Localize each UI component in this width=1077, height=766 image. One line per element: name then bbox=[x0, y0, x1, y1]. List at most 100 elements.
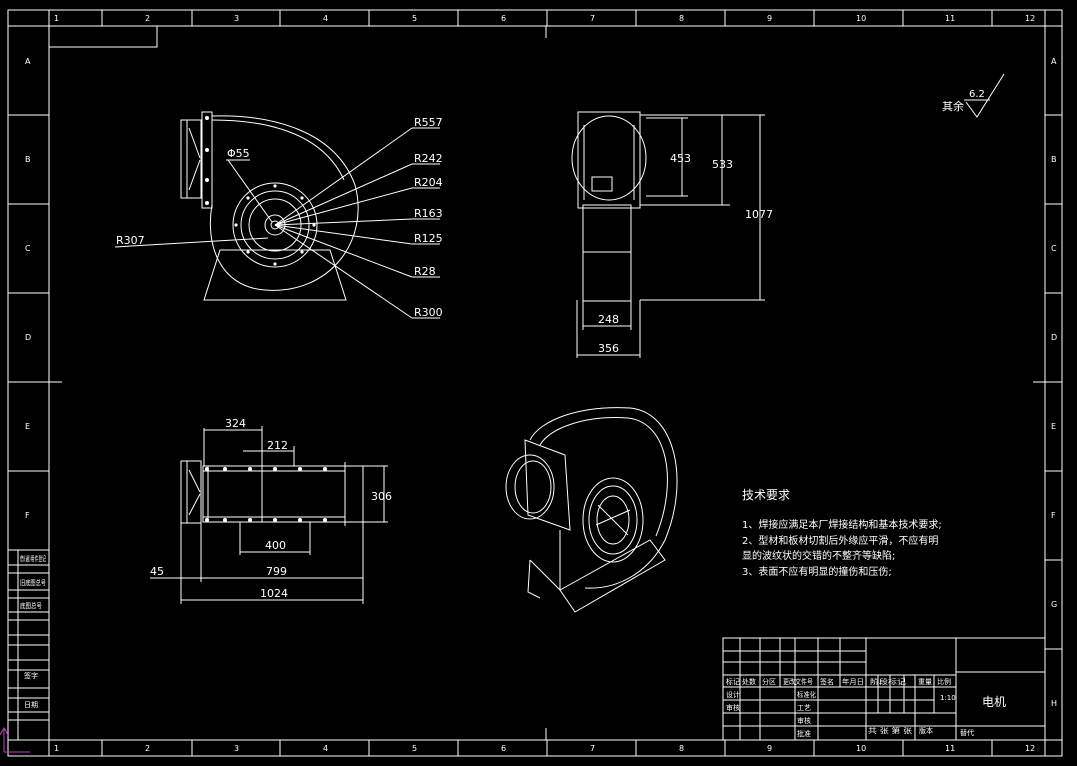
row-label: A bbox=[1051, 57, 1057, 66]
col-label: 3 bbox=[234, 14, 239, 23]
side-view-labels: 453 533 1077 248 356 bbox=[598, 152, 773, 355]
col-label: 10 bbox=[856, 14, 866, 23]
tb-label: 比例 bbox=[937, 677, 951, 686]
col-label: 8 bbox=[679, 14, 684, 23]
roughness-value: 6.2 bbox=[969, 89, 985, 100]
dim-label: 799 bbox=[266, 565, 287, 578]
col-label: 4 bbox=[323, 744, 328, 753]
side-registration-block: 借(通)用件登记 旧底图总号 底图总号 签字 日期 bbox=[7, 549, 50, 741]
tb-label: 批准 bbox=[797, 729, 811, 738]
row-label: E bbox=[25, 422, 30, 431]
row-label: B bbox=[1051, 155, 1057, 164]
top-left-box bbox=[48, 25, 158, 48]
front-view-labels: R557 R242 R204 R163 R125 R28 R300 R307 Φ… bbox=[116, 116, 443, 319]
side-label: 借(通)用件登记 bbox=[20, 554, 46, 563]
dim-label: 306 bbox=[371, 490, 392, 503]
col-label: 1 bbox=[54, 744, 59, 753]
row-label: F bbox=[25, 511, 30, 520]
roughness-symbol: 其余 6.2 bbox=[942, 73, 1005, 118]
col-label: 8 bbox=[679, 744, 684, 753]
top-view-labels: 324 212 306 400 45 799 1024 bbox=[150, 417, 392, 600]
dim-label: 248 bbox=[598, 313, 619, 326]
diameter-label: Φ55 bbox=[227, 147, 250, 160]
col-label: 6 bbox=[501, 14, 506, 23]
tb-label: 签名 bbox=[820, 677, 834, 686]
column-dividers bbox=[101, 10, 993, 756]
inner-frame bbox=[48, 25, 1046, 741]
column-labels: 1 2 3 4 5 6 7 8 9 10 11 12 1 2 3 4 5 6 7… bbox=[54, 14, 1035, 753]
radius-label: R125 bbox=[414, 232, 443, 245]
ucs-icon bbox=[0, 726, 30, 753]
col-label: 2 bbox=[145, 744, 150, 753]
row-label: B bbox=[25, 155, 31, 164]
row-label: C bbox=[1051, 244, 1057, 253]
dim-label: 453 bbox=[670, 152, 691, 165]
tb-label: 处数 bbox=[742, 677, 756, 686]
col-label: 4 bbox=[323, 14, 328, 23]
tb-label: 重量 bbox=[918, 678, 932, 686]
tech-line: 3、表面不应有明显的撞伤和压伤; bbox=[742, 565, 892, 578]
scale-value: 1:10 bbox=[940, 694, 956, 702]
side-label: 签字 bbox=[24, 671, 38, 680]
dim-label: 1077 bbox=[745, 208, 773, 221]
dim-label: 1024 bbox=[260, 587, 288, 600]
radius-label: R28 bbox=[414, 265, 436, 278]
dim-label: 533 bbox=[712, 158, 733, 171]
dim-label: 356 bbox=[598, 342, 619, 355]
col-label: 2 bbox=[145, 14, 150, 23]
dim-label: 324 bbox=[225, 417, 246, 430]
side-label: 旧底图总号 bbox=[20, 578, 46, 587]
technical-requirements: 技术要求 1、焊接应满足本厂焊接结构和基本技术要求; 2、型材和板材切割后外缘应… bbox=[742, 488, 942, 578]
roughness-prefix: 其余 bbox=[942, 99, 964, 113]
radius-label: R163 bbox=[414, 207, 443, 220]
col-label: 6 bbox=[501, 744, 506, 753]
tb-label: 标记 bbox=[726, 677, 740, 686]
tb-label: 设计 bbox=[726, 690, 740, 699]
radius-label: R242 bbox=[414, 152, 443, 165]
title-block: 电机 1:10 标记 处数 分区 更改文件号 签名 年月日 设计 标准化 阶段标… bbox=[722, 637, 1046, 741]
dim-label: 400 bbox=[265, 539, 286, 552]
row-dividers bbox=[8, 26, 1062, 740]
tb-label: 工艺 bbox=[797, 704, 811, 712]
col-label: 12 bbox=[1025, 744, 1035, 753]
radius-label: R300 bbox=[414, 306, 443, 319]
row-label: E bbox=[1051, 422, 1056, 431]
tb-label: 阶段标记 bbox=[870, 677, 906, 686]
col-label: 5 bbox=[412, 14, 417, 23]
tb-label: 标准化 bbox=[797, 690, 816, 699]
isometric-view bbox=[505, 407, 678, 613]
tb-label: 替代 bbox=[960, 728, 974, 737]
col-label: 1 bbox=[54, 14, 59, 23]
radius-label: R557 bbox=[414, 116, 443, 129]
col-label: 7 bbox=[590, 14, 595, 23]
row-label: D bbox=[1051, 333, 1057, 342]
side-label: 日期 bbox=[24, 701, 38, 709]
col-label: 11 bbox=[945, 744, 955, 753]
row-label: A bbox=[25, 57, 31, 66]
row-label: F bbox=[1051, 511, 1056, 520]
tech-line: 显的波纹状的交错的不整齐等缺陷; bbox=[742, 549, 895, 562]
tb-label: 分区 bbox=[762, 677, 776, 686]
col-label: 9 bbox=[767, 744, 772, 753]
col-label: 7 bbox=[590, 744, 595, 753]
col-label: 5 bbox=[412, 744, 417, 753]
front-view bbox=[114, 111, 440, 319]
col-label: 9 bbox=[767, 14, 772, 23]
col-label: 11 bbox=[945, 14, 955, 23]
tech-title: 技术要求 bbox=[742, 488, 790, 502]
row-label: C bbox=[25, 244, 31, 253]
radius-label: R204 bbox=[414, 176, 443, 189]
side-view bbox=[571, 111, 765, 358]
row-label: D bbox=[25, 333, 31, 342]
tb-label: 审核 bbox=[726, 703, 740, 712]
drawing-name: 电机 bbox=[982, 695, 1006, 709]
tb-label: 共 张 第 张 bbox=[868, 726, 912, 735]
outer-frame bbox=[7, 9, 1063, 757]
row-label: G bbox=[1051, 600, 1057, 609]
tb-label: 版本 bbox=[919, 726, 933, 735]
col-label: 10 bbox=[856, 744, 866, 753]
col-label: 12 bbox=[1025, 14, 1035, 23]
tb-label: 更改文件号 bbox=[783, 677, 813, 686]
col-label: 3 bbox=[234, 744, 239, 753]
